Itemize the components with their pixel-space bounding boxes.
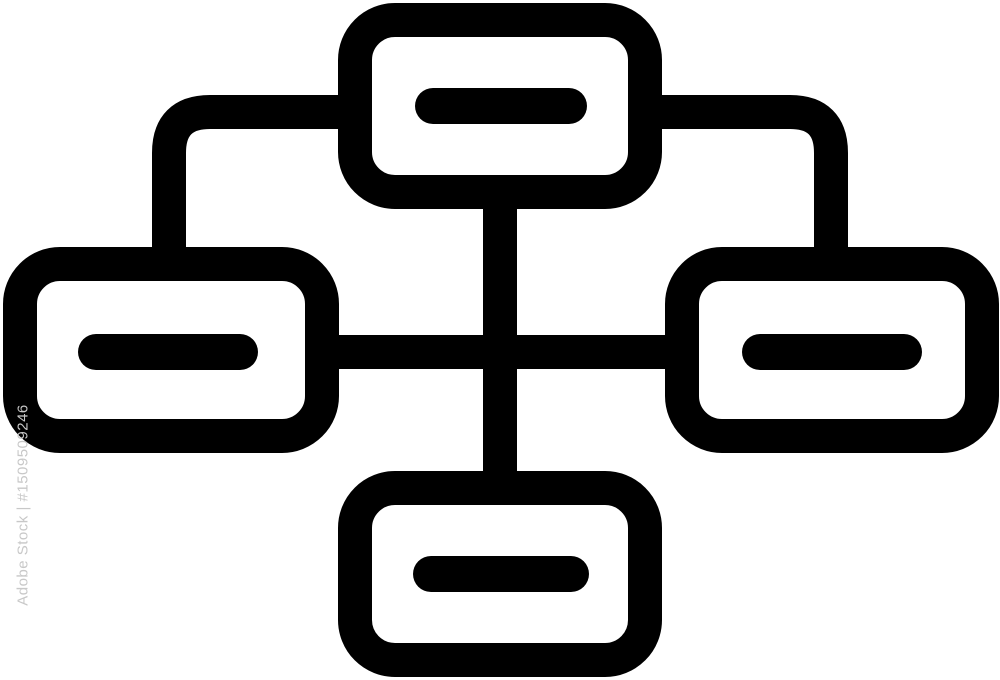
node-bottom-label-bar <box>413 556 589 592</box>
node-boxes <box>3 3 999 677</box>
node-top-frame <box>338 3 662 209</box>
connector-top-to-left <box>152 95 355 262</box>
connector-top-to-right <box>645 95 848 262</box>
node-left-label-bar <box>78 334 258 370</box>
node-left-frame <box>3 247 339 453</box>
connector-lines <box>152 95 848 488</box>
node-left <box>3 247 339 453</box>
node-right <box>665 247 999 453</box>
node-bottom <box>338 471 662 677</box>
node-top-label-bar <box>415 88 587 124</box>
node-bottom-frame <box>338 471 662 677</box>
node-top <box>338 3 662 209</box>
node-right-frame <box>665 247 999 453</box>
watermark-text: Adobe Stock | #1509509246 <box>14 404 32 606</box>
stock-watermark-id: Adobe Stock | #1509509246 <box>13 340 33 670</box>
node-right-label-bar <box>742 334 922 370</box>
